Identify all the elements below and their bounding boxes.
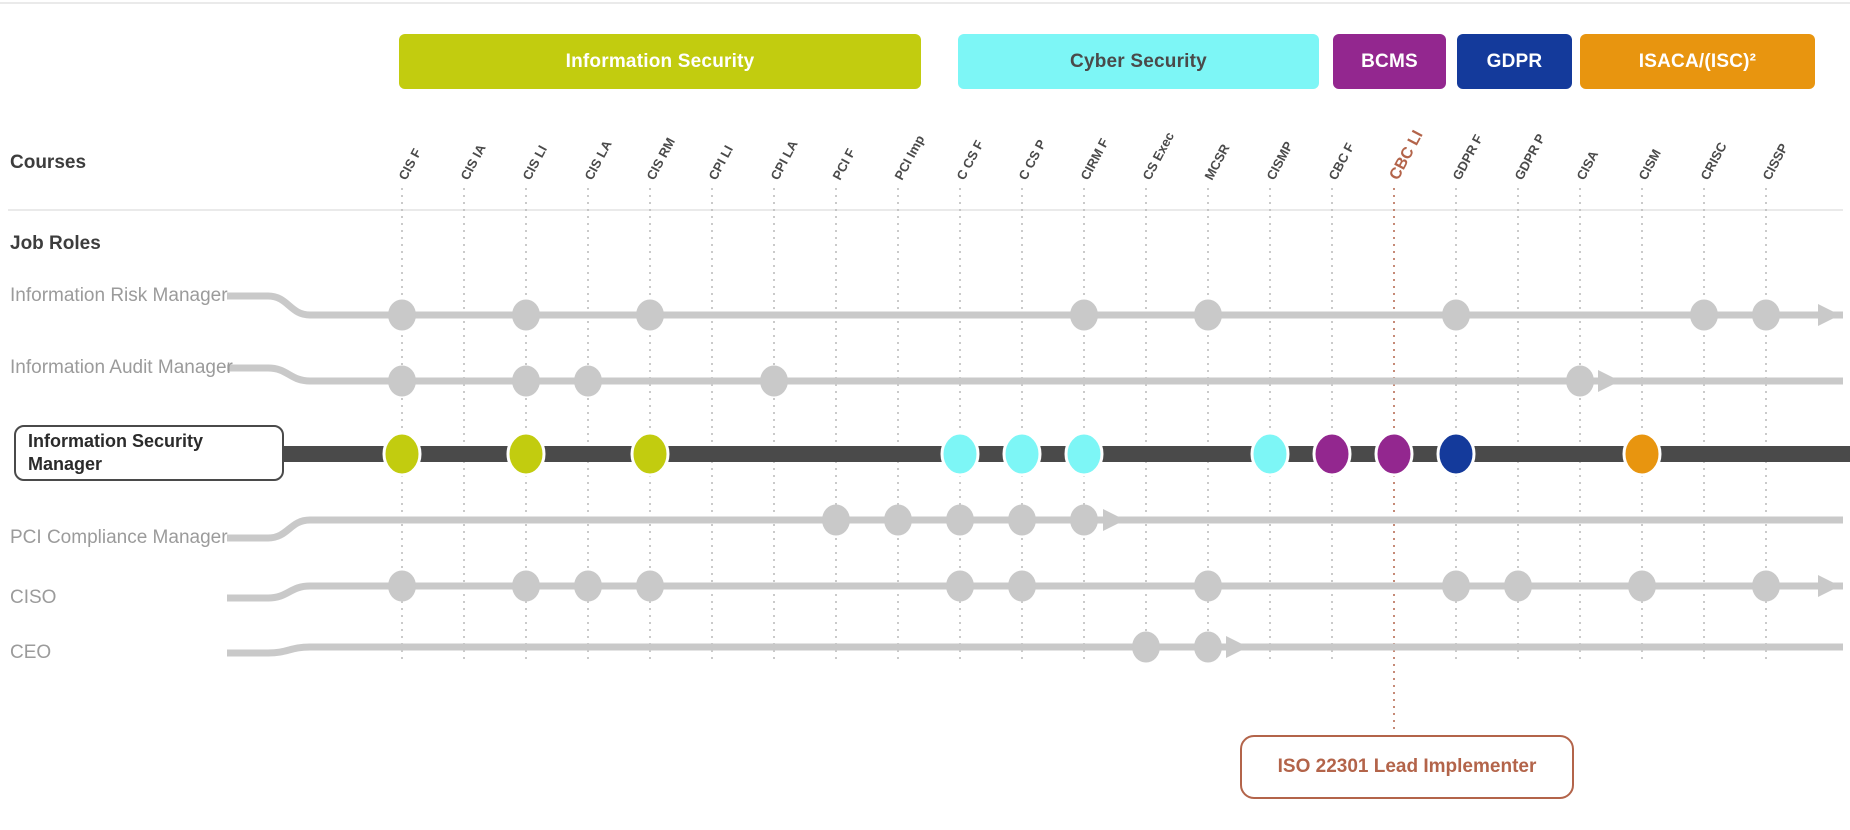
courses-label: Courses	[10, 152, 87, 173]
dot-pci-compliance-manager-pci-imp	[884, 504, 912, 536]
column-label-cbc-f: CBC F	[1325, 140, 1357, 182]
dot-information-security-manager-gdpr-f	[1436, 431, 1476, 477]
dot-ciso-gdpr-p	[1504, 570, 1532, 602]
path-arrow-pci-compliance-manager	[1103, 509, 1125, 531]
dot-information-audit-manager-cis-la	[574, 365, 602, 397]
dot-information-security-manager-c-cs-f	[940, 431, 980, 477]
column-label-cs-exec: CS Exec	[1139, 129, 1177, 182]
job-role-box-information-security-manager: Information Security Manager	[14, 425, 284, 481]
column-label-cis-li: CIS LI	[519, 143, 550, 183]
dot-information-security-manager-cis-f	[382, 431, 422, 477]
dot-information-risk-manager-cissp	[1752, 299, 1780, 331]
path-arrow-information-risk-manager	[1818, 304, 1840, 326]
dot-ciso-cis-li	[512, 570, 540, 602]
category-cyber-security: Cyber Security	[958, 34, 1319, 89]
role-path-information-risk-manager	[227, 292, 1843, 319]
column-label-cpi-la: CPI LA	[767, 137, 801, 182]
job-role-information-audit-manager: Information Audit Manager	[10, 357, 233, 378]
dot-ciso-gdpr-f	[1442, 570, 1470, 602]
path-arrow-information-audit-manager	[1598, 370, 1620, 392]
column-label-cpi-li: CPI LI	[705, 143, 736, 183]
callout-box: ISO 22301 Lead Implementer	[1240, 735, 1574, 799]
column-label-cis-f: CIS F	[395, 146, 424, 182]
dot-ciso-cis-rm	[636, 570, 664, 602]
dot-information-audit-manager-cis-f	[388, 365, 416, 397]
dot-information-security-manager-cbc-f	[1312, 431, 1352, 477]
dot-information-audit-manager-cpi-la	[760, 365, 788, 397]
path-arrow-ceo	[1226, 636, 1248, 658]
dot-information-security-manager-cism	[1622, 431, 1662, 477]
dot-ciso-cism	[1628, 570, 1656, 602]
column-label-cbc-li: CBC LI	[1387, 128, 1427, 183]
dot-information-security-manager-cbc-li	[1374, 431, 1414, 477]
category-information-security: Information Security	[399, 34, 921, 89]
category-isaca-isc: ISACA/(ISC)²	[1580, 34, 1815, 89]
dot-information-risk-manager-cis-f	[388, 299, 416, 331]
dot-pci-compliance-manager-cirm-f	[1070, 504, 1098, 536]
dot-information-audit-manager-cisa	[1566, 365, 1594, 397]
dot-ciso-cis-f	[388, 570, 416, 602]
dot-information-risk-manager-cis-li	[512, 299, 540, 331]
dot-pci-compliance-manager-c-cs-p	[1008, 504, 1036, 536]
job-role-information-risk-manager: Information Risk Manager	[10, 285, 228, 306]
job-roles-label: Job Roles	[10, 233, 101, 254]
role-path-pci-compliance-manager	[227, 516, 1843, 542]
dot-information-security-manager-c-cs-p	[1002, 431, 1042, 477]
dot-information-audit-manager-cis-li	[512, 365, 540, 397]
dot-ceo-mcsr	[1194, 631, 1222, 663]
column-label-cis-rm: CIS RM	[643, 135, 678, 182]
column-label-cirm-f: CIRM F	[1077, 136, 1111, 183]
column-label-mcsr: MCSR	[1201, 141, 1233, 182]
callout-text: ISO 22301 Lead Implementer	[1277, 756, 1537, 777]
column-label-cis-ia: CIS IA	[457, 141, 489, 182]
dot-pci-compliance-manager-pci-f	[822, 504, 850, 536]
column-label-c-cs-p: C CS P	[1015, 137, 1049, 183]
job-role-ceo: CEO	[10, 642, 52, 663]
column-label-c-cs-f: C CS F	[953, 138, 986, 183]
column-label-pci-imp: PCI Imp	[891, 133, 927, 183]
role-path-information-audit-manager	[227, 364, 1843, 385]
dot-information-security-manager-cismp	[1250, 431, 1290, 477]
path-arrow-ciso	[1818, 575, 1840, 597]
dot-ciso-mcsr	[1194, 570, 1222, 602]
dot-ciso-cissp	[1752, 570, 1780, 602]
dot-ciso-c-cs-f	[946, 570, 974, 602]
dot-ceo-cs-exec	[1132, 631, 1160, 663]
column-label-crisc: CRISC	[1697, 139, 1730, 182]
dot-information-security-manager-cis-rm	[630, 431, 670, 477]
column-label-gdpr-p: GDPR P	[1511, 131, 1548, 182]
column-label-cismp: CISMP	[1263, 139, 1296, 183]
category-gdpr: GDPR	[1457, 34, 1572, 89]
dot-ciso-c-cs-p	[1008, 570, 1036, 602]
column-label-cissp: CISSP	[1759, 141, 1791, 183]
dot-information-risk-manager-mcsr	[1194, 299, 1222, 331]
column-label-gdpr-f: GDPR F	[1449, 132, 1485, 182]
dot-information-security-manager-cis-li	[506, 431, 546, 477]
dot-information-risk-manager-cis-rm	[636, 299, 664, 331]
dot-information-security-manager-cirm-f	[1064, 431, 1104, 477]
role-path-ciso	[227, 582, 1843, 602]
column-label-cis-la: CIS LA	[581, 137, 615, 182]
column-label-cism: CISM	[1635, 147, 1664, 183]
dot-pci-compliance-manager-c-cs-f	[946, 504, 974, 536]
dot-information-risk-manager-gdpr-f	[1442, 299, 1470, 331]
column-label-cisa: CISA	[1573, 147, 1601, 182]
role-path-ceo	[227, 643, 1843, 657]
dot-information-risk-manager-crisc	[1690, 299, 1718, 331]
dot-ciso-cis-la	[574, 570, 602, 602]
job-role-ciso: CISO	[10, 587, 57, 608]
column-label-pci-f: PCI F	[829, 146, 858, 182]
category-bcms: BCMS	[1333, 34, 1446, 89]
dot-information-risk-manager-cirm-f	[1070, 299, 1098, 331]
job-role-pci-compliance-manager: PCI Compliance Manager	[10, 527, 228, 548]
